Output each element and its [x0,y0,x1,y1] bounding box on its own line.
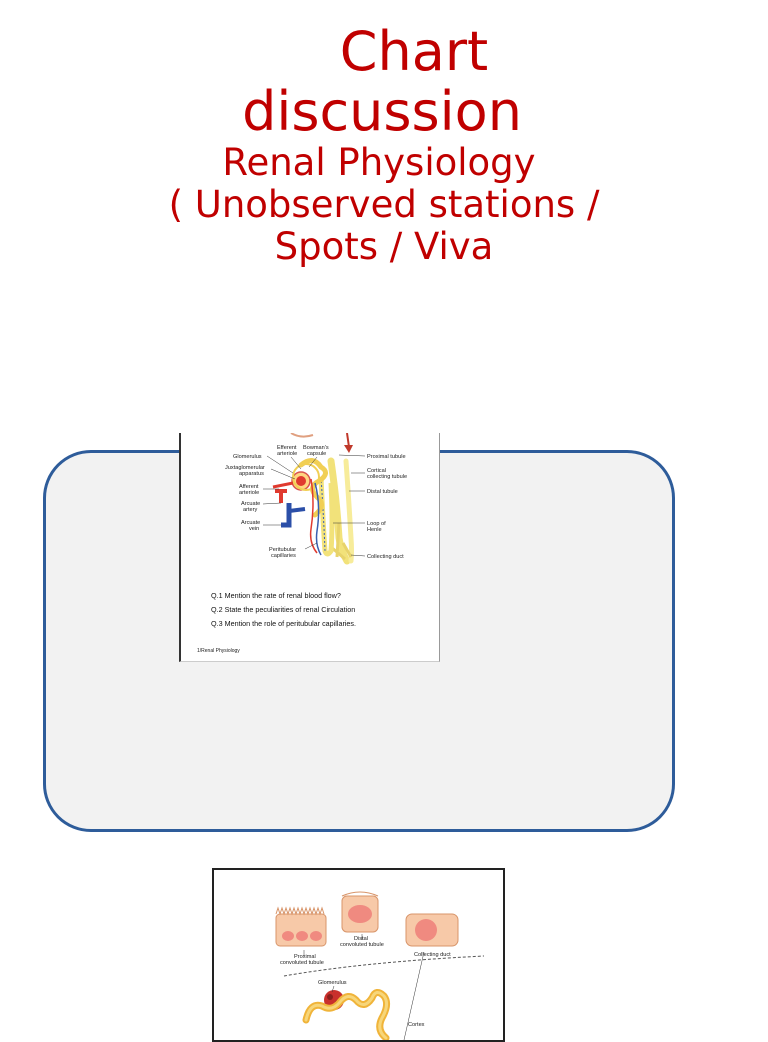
subtitle-line-3: Spots / Viva [274,225,494,268]
label-efferent-1: Efferent [277,445,297,451]
label-proximal-tubule: Proximal tubule [367,454,406,460]
tubule-label-collecting: Collecting duct [414,952,451,958]
tubule-label-distal-1: Distal [354,936,368,942]
label-peritubular-2: capillaries [271,553,296,559]
tubule-label-proximal-1: Proximal [294,954,316,960]
proximal-cell-illustration [275,906,327,947]
slide-title-line-1: Chart [339,20,489,83]
label-loop-1: Loop of [367,521,386,527]
tubule-label-cortex: Cortex [408,1022,425,1028]
label-bowman-1: Bowman's [303,445,329,451]
collecting-duct-cell-illustration [405,913,459,947]
tubule-label-glomerulus: Glomerulus [318,980,347,986]
distal-cell-illustration [341,891,379,933]
slide-subtitle: Renal Physiology ( Unobserved stations /… [0,142,768,268]
label-juxta-2: apparatus [239,471,264,477]
label-afferent-2: arteriole [239,490,259,496]
subtitle-line-1: Renal Physiology [222,141,536,184]
subtitle-line-2: ( Unobserved stations / [168,183,600,226]
slide-title: Chart discussion [0,22,768,142]
label-peritubular-1: Peritubular [269,547,296,553]
label-efferent-2: arteriole [277,451,297,457]
label-juxta-1: Juxtaglomerular [225,465,265,471]
title-block: Chart discussion Renal Physiology ( Unob… [0,22,768,268]
question-item: Q.1 Mention the rate of renal blood flow… [211,591,341,600]
label-bowman-2: capsule [307,451,326,457]
label-loop-2: Henle [367,527,382,533]
tubule-label-distal-2: convoluted tubule [340,942,384,948]
slide-title-line-2: discussion [242,80,522,143]
question-item: Q.2 State the peculiarities of renal Cir… [211,605,356,614]
label-arcuate-artery-1: Arcuate [241,501,260,507]
label-arcuate-vein-2: vein [249,526,259,532]
label-cortical-1: Cortical [367,468,386,474]
tubule-label-proximal-2: convoluted tubule [280,960,324,966]
tubule-chart-card: Proximal convoluted tubule Distal convol… [212,868,505,1042]
nephron-diagram: Efferent arteriole Bowman's capsule Glom… [225,433,407,565]
tubule-diagram: Proximal convoluted tubule Distal convol… [275,891,485,1040]
question-item: Q.3 Mention the role of peritubular capi… [211,619,357,628]
label-glomerulus: Glomerulus [233,454,262,460]
label-cortical-2: collecting tubule [367,474,407,480]
label-afferent-1: Afferent [239,484,259,490]
label-collecting-duct: Collecting duct [367,554,404,560]
question-list: Q.1 Mention the rate of renal blood flow… [211,589,356,631]
label-distal-tubule: Distal tubule [367,489,398,495]
label-arcuate-vein-1: Arcuate [241,520,260,526]
nephron-chart-card: Efferent arteriole Bowman's capsule Glom… [179,433,440,662]
chart-footer-label: 1/Renal Physiology [197,648,240,654]
label-arcuate-artery-2: artery [243,507,258,513]
